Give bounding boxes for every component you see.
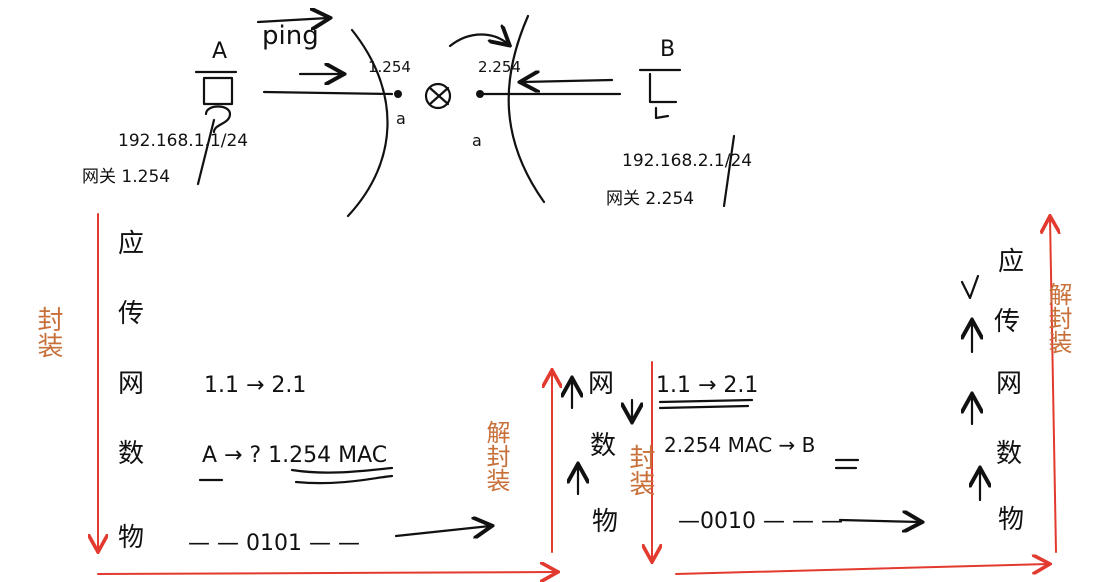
- bottom-arrow-right: [675, 564, 1048, 575]
- router-physical-note: —0010 — — —: [678, 509, 843, 534]
- host-a-ip: 192.168.1.1/24: [118, 131, 248, 151]
- link-a-to-router: [262, 90, 394, 96]
- router-right-label: 封装: [625, 444, 655, 496]
- router-turn-arrow: [448, 35, 508, 47]
- host-a-gateway: 网关 1.254: [82, 167, 170, 187]
- host-b-mask-slash: [722, 134, 736, 208]
- host-b-check-mark: [960, 274, 980, 300]
- router-icon: [424, 82, 452, 110]
- host-b-layer-datalink: 数: [996, 439, 1022, 469]
- router-left-ip: 1.254: [368, 58, 411, 76]
- ping-arrow: [256, 18, 328, 22]
- host-b-layer-physical: 物: [998, 505, 1024, 535]
- host-a-layer-physical: 物: [118, 523, 144, 553]
- router-left-label: 解封装: [482, 420, 510, 492]
- host-b-side-label: 解封装: [1044, 282, 1072, 354]
- host-b-decapsulation-arrow: [1050, 218, 1056, 553]
- network-boundary-right: [507, 14, 546, 204]
- host-b-layer-transport: 传: [994, 307, 1020, 337]
- router-layer-physical: 物: [592, 507, 618, 537]
- host-a-side-label: 封装: [33, 306, 63, 358]
- host-a-layer-app: 应: [118, 229, 144, 259]
- host-a-physical-note: — — 0101 — —: [188, 531, 360, 556]
- network-boundary-left: [346, 28, 389, 218]
- ping-label: ping: [262, 21, 319, 51]
- router-right-port: a: [472, 131, 482, 150]
- router-left-port: a: [396, 109, 406, 128]
- return-arrow: [522, 80, 614, 82]
- host-b-name: B: [660, 37, 675, 62]
- host-a-layer-transport: 传: [118, 299, 144, 329]
- host-b-computer-icon: [638, 68, 682, 120]
- router-layer-network: 网: [588, 369, 614, 399]
- router-physical-arrow: [838, 520, 920, 522]
- router-datalink-underline: [834, 458, 860, 470]
- host-a-datalink-underline: [198, 466, 394, 485]
- host-b-layer-app: 应: [998, 247, 1024, 277]
- host-b-stack: 应 传 网 数 物: [994, 247, 1024, 535]
- host-b-layer-network: 网: [996, 369, 1022, 399]
- host-a-layer-datalink: 数: [118, 439, 144, 469]
- host-b-gateway: 网关 2.254: [606, 189, 694, 209]
- host-a-layer-network: 网: [118, 369, 144, 399]
- host-a-mask-slash: [196, 118, 216, 186]
- router-datalink-note: 2.254 MAC → B: [664, 433, 815, 457]
- host-a-computer-icon: [194, 70, 238, 134]
- host-a-physical-arrow: [394, 526, 490, 536]
- host-a-name: A: [212, 39, 227, 64]
- host-b-ip: 192.168.2.1/24: [622, 151, 752, 171]
- router-right-ip: 2.254: [478, 58, 521, 76]
- host-a-stack: 应 传 网 数 物: [118, 229, 144, 553]
- host-a-network-note: 1.1 → 2.1: [204, 373, 306, 398]
- bottom-arrow-left: [97, 572, 556, 574]
- router-network-underline: [658, 398, 754, 410]
- router-left-port-dot: [394, 90, 402, 98]
- router-stack: 网 数 物: [588, 369, 618, 537]
- router-layer-datalink: 数: [590, 431, 616, 461]
- host-a-datalink-note: A → ? 1.254 MAC: [202, 443, 387, 468]
- router-network-note: 1.1 → 2.1: [656, 373, 758, 398]
